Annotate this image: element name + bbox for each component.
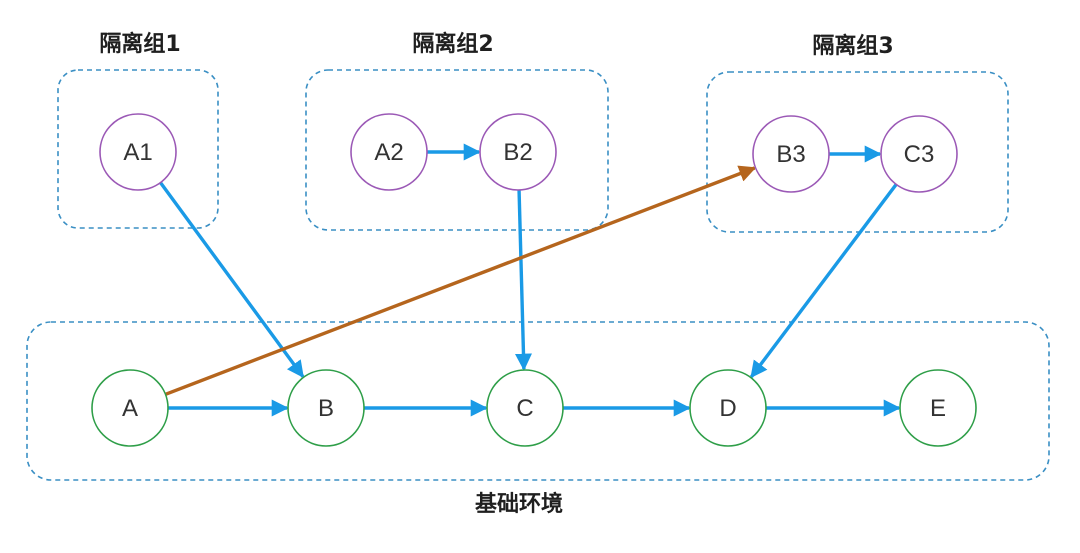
node-label: D	[719, 395, 736, 422]
node-label: A	[122, 395, 138, 422]
node-B3: B3	[752, 115, 830, 193]
node-E: E	[899, 369, 977, 447]
node-circle	[752, 115, 830, 193]
edge-A1-to-B	[157, 179, 305, 378]
node-label: B2	[503, 139, 532, 166]
edge-A-to-B3	[162, 165, 757, 397]
node-circle	[689, 369, 767, 447]
group-box-g2	[305, 69, 609, 231]
node-circle	[99, 113, 177, 191]
node-circle	[479, 113, 557, 191]
node-C: C	[486, 369, 564, 447]
node-label: B	[318, 395, 334, 422]
group-label-g3: 隔离组3	[812, 33, 893, 59]
group-label-base: 基础环境	[475, 491, 563, 517]
group-box-g3	[706, 71, 1009, 233]
node-label: C3	[904, 141, 935, 168]
node-label: B3	[776, 141, 805, 168]
edge-layer	[157, 143, 901, 417]
group-box-g1	[57, 69, 219, 229]
group-label-g1: 隔离组1	[99, 31, 180, 57]
node-B2: B2	[479, 113, 557, 191]
node-circle	[486, 369, 564, 447]
node-circle	[287, 369, 365, 447]
node-D: D	[689, 369, 767, 447]
group-label-g2: 隔离组2	[412, 31, 493, 57]
group-box-base	[26, 321, 1050, 481]
node-C3: C3	[880, 115, 958, 193]
node-B: B	[287, 369, 365, 447]
node-label: E	[930, 395, 946, 422]
node-A1: A1	[99, 113, 177, 191]
edge-C3-to-D	[750, 181, 899, 379]
node-circle	[899, 369, 977, 447]
node-circle	[91, 369, 169, 447]
node-label: A2	[374, 139, 403, 166]
node-A: A	[91, 369, 169, 447]
node-A2: A2	[350, 113, 428, 191]
node-label: A1	[123, 139, 152, 166]
node-circle	[880, 115, 958, 193]
node-label: C	[516, 395, 533, 422]
node-circle	[350, 113, 428, 191]
edge-B2-to-C	[514, 187, 532, 371]
node-layer: A1 A2 B2 B3 C3A B C D E	[91, 113, 977, 447]
